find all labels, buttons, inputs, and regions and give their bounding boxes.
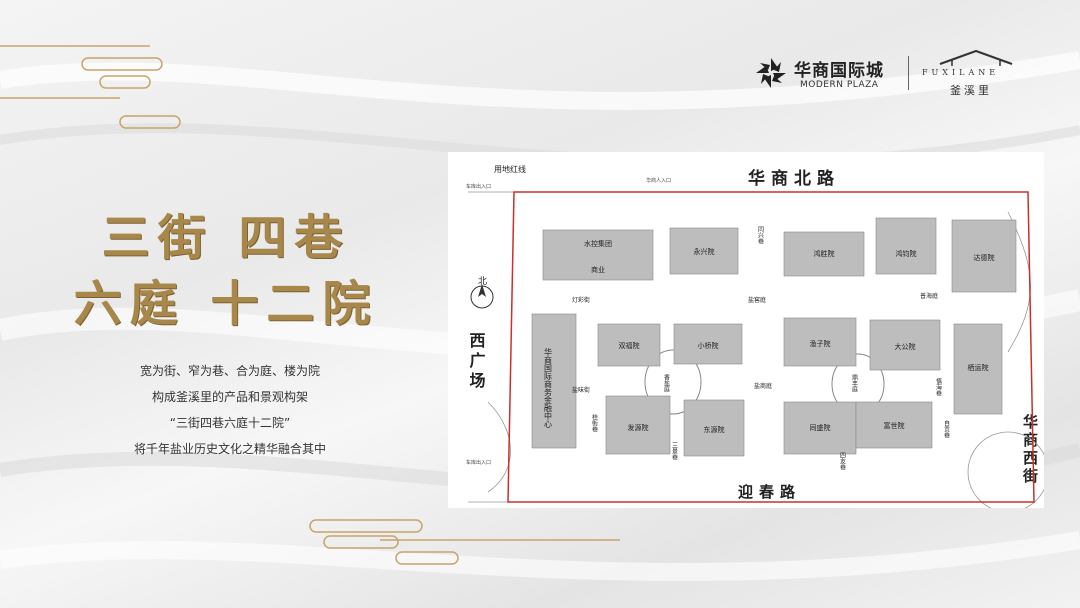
road-label-north: 华商北路 bbox=[748, 168, 840, 189]
building-fushi: 富世院 bbox=[884, 421, 905, 430]
headline-line-2: 六庭 十二院 bbox=[73, 276, 379, 332]
building-xiaoqiao: 小桥院 bbox=[698, 341, 719, 350]
brand-name: 华商国际城 bbox=[794, 61, 884, 81]
building-hongjun: 鸿钧院 bbox=[896, 249, 917, 258]
lane-sanjing: 三景巷 bbox=[671, 442, 678, 460]
lane-yanwei: 盐味街 bbox=[572, 386, 590, 394]
description-line: 构成釜溪里的产品和景观构架 bbox=[151, 390, 308, 404]
building-qiyun: 栖运院 bbox=[968, 363, 989, 372]
road-label-south: 迎春路 bbox=[738, 483, 801, 501]
lane-zixiang: 自贡巷 bbox=[943, 419, 950, 438]
brand-subtitle: MODERN PLAZA bbox=[800, 80, 879, 90]
building-yongxing: 永兴院 bbox=[694, 247, 715, 256]
roof-logo-icon bbox=[939, 49, 1013, 66]
lane-yanqun: 盐商庭 bbox=[754, 382, 772, 390]
road-label-west: 西广场 bbox=[467, 332, 486, 392]
building-tongsheng: 同盛院 bbox=[810, 423, 831, 432]
north-label: 北 bbox=[478, 276, 487, 287]
partner-name-cn: 釜溪里 bbox=[950, 84, 992, 97]
lane-shenhai: 慎海巷 bbox=[935, 377, 942, 396]
pinwheel-logo-icon bbox=[756, 58, 786, 88]
description-line: 宽为街、窄为巷、合为庭、楼为院 bbox=[139, 364, 320, 378]
building-hongsheng: 鸿胜院 bbox=[814, 249, 835, 258]
car-entry-sw-label: 车库出入口 bbox=[466, 459, 491, 466]
gold-ornament-top-icon bbox=[0, 45, 181, 129]
lane-yanjiao: 盐窖庭 bbox=[748, 296, 766, 304]
lane-tongxing: 同兴巷 bbox=[757, 226, 764, 244]
description-line: “三街四巷六庭十二院” bbox=[169, 416, 291, 430]
lane-xiangyan: 香盐庭 bbox=[663, 373, 670, 393]
road-label-east: 华商西街 bbox=[1021, 413, 1039, 486]
building-shuikong: 水控集团 bbox=[584, 239, 612, 248]
gold-ornament-bottom-icon bbox=[309, 519, 620, 565]
building-finance-center: 华商国际商务金融中心 bbox=[544, 347, 553, 428]
building-yuzi: 渔子院 bbox=[810, 339, 831, 348]
car-entry-nw-label: 车库出入口 bbox=[466, 183, 491, 190]
building-dade: 达德院 bbox=[974, 253, 995, 262]
site-boundary-line bbox=[507, 191, 1035, 503]
human-entry-label: 华商人入口 bbox=[646, 177, 671, 184]
building-fayuan: 发源院 bbox=[628, 423, 649, 432]
site-plan-map: 华商北路 迎春路 西广场 华商西街 北 用地红线 车库出入口 华商人入口 车库出… bbox=[448, 152, 1044, 508]
headline-line-1: 三街 四巷 bbox=[101, 210, 351, 266]
brand-header: 华商国际城 MODERN PLAZA FUXILANE 釜溪里 bbox=[754, 49, 1044, 98]
building-shuangfu: 双福院 bbox=[619, 341, 640, 350]
building-shangye: 商业 bbox=[591, 265, 605, 274]
boundary-label: 用地红线 bbox=[494, 164, 526, 174]
description-line: 将千年盐业历史文化之精华融合其中 bbox=[133, 442, 326, 456]
building-dagong: 大公院 bbox=[895, 342, 916, 351]
brand-divider bbox=[908, 56, 909, 90]
north-arrow-icon bbox=[470, 284, 494, 309]
lane-sihai: 四友巷 bbox=[839, 452, 846, 470]
lane-puhai: 普海庭 bbox=[920, 292, 938, 300]
building-dongyuan: 东源院 bbox=[704, 425, 725, 434]
lane-gui: 桂街巷 bbox=[591, 413, 598, 432]
partner-name-en: FUXILANE bbox=[922, 68, 1000, 77]
lane-dengcai: 灯彩街 bbox=[572, 296, 590, 304]
lane-dingfu: 鼎丰庭 bbox=[851, 374, 858, 393]
